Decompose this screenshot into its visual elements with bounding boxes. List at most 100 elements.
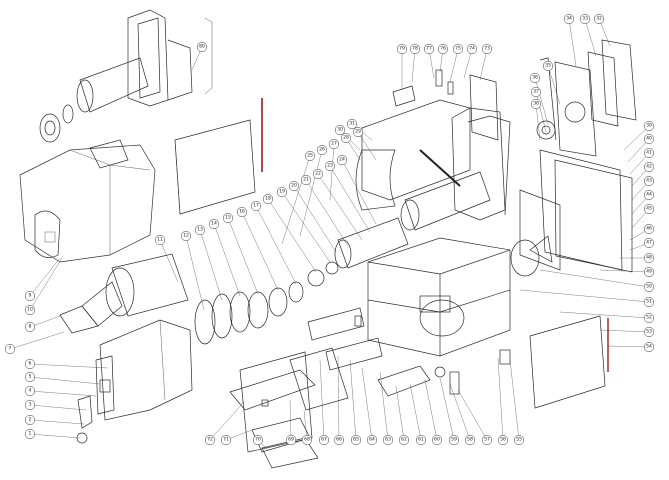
callout-7: 7 (4, 343, 16, 355)
callout-number-53: 53 (646, 329, 652, 335)
callout-45: 45 (643, 203, 655, 215)
callout-number-1: 1 (29, 431, 32, 437)
callout-number-33: 33 (582, 16, 588, 22)
leader-line-29 (357, 131, 377, 161)
callout-number-54: 54 (646, 344, 652, 350)
auger-cone-assembly (59, 253, 189, 334)
callout-number-11: 11 (157, 237, 163, 243)
callout-number-38: 38 (533, 101, 539, 107)
callout-63: 63 (382, 434, 394, 446)
leader-line-49 (599, 269, 650, 273)
leader-line-63 (379, 371, 389, 441)
callout-78: 78 (409, 43, 421, 55)
condenser-grill-panel-left (174, 98, 263, 215)
callout-number-40: 40 (646, 136, 652, 142)
callout-number-27: 27 (331, 141, 337, 147)
callout-number-69: 69 (288, 437, 294, 443)
callout-number-2: 2 (29, 417, 32, 423)
callout-number-17: 17 (253, 203, 259, 209)
callout-circle-67 (318, 434, 330, 446)
callout-circle-42 (643, 161, 655, 173)
callout-number-74: 74 (469, 46, 475, 52)
spiral-seal-rings (194, 261, 339, 345)
callout-79: 79 (396, 43, 408, 55)
callout-24: 24 (336, 154, 348, 166)
callout-circle-51 (643, 296, 655, 308)
callout-number-44: 44 (646, 192, 652, 198)
callout-circle-18 (262, 193, 274, 205)
callout-circle-10 (24, 304, 36, 316)
callout-number-72: 72 (207, 437, 213, 443)
leader-line-57 (457, 389, 488, 441)
callout-circle-16 (236, 206, 248, 218)
callout-43: 43 (643, 175, 655, 187)
callout-46: 46 (643, 223, 655, 235)
callout-circle-13 (194, 224, 206, 236)
rear-panels-colored (539, 39, 637, 157)
callout-circle-52 (643, 312, 655, 324)
callout-circle-56 (497, 434, 509, 446)
rear-grill-panel (529, 315, 609, 409)
callout-number-79: 79 (399, 46, 405, 52)
callout-circle-58 (464, 434, 476, 446)
callout-20: 20 (288, 180, 300, 192)
callout-41: 41 (643, 147, 655, 159)
callout-number-42: 42 (646, 164, 652, 170)
leader-line-34 (568, 18, 577, 67)
callout-69: 69 (285, 434, 297, 446)
callout-circle-57 (481, 434, 493, 446)
callout-circle-1 (24, 428, 36, 440)
callout-number-50: 50 (646, 284, 652, 290)
callout-number-68: 68 (304, 437, 310, 443)
leader-line-50 (539, 269, 650, 288)
leader-line-64 (361, 367, 373, 441)
callout-number-31: 31 (349, 121, 355, 127)
callout-59: 59 (448, 434, 460, 446)
callout-number-56: 56 (500, 437, 506, 443)
callout-circle-27 (328, 138, 340, 150)
callout-circle-53 (643, 326, 655, 338)
leader-line-62 (395, 385, 405, 441)
callout-circle-77 (423, 43, 435, 55)
callout-62: 62 (398, 434, 410, 446)
callout-number-65: 65 (353, 437, 359, 443)
callout-number-28: 28 (343, 135, 349, 141)
callout-circle-24 (336, 154, 348, 166)
leader-line-27 (329, 143, 335, 201)
callout-circle-63 (382, 434, 394, 446)
callout-circle-48 (643, 252, 655, 264)
transparent-tank-yellow (19, 139, 156, 263)
callout-48: 48 (643, 252, 655, 264)
callout-54: 54 (643, 341, 655, 353)
callout-circle-35 (542, 60, 554, 72)
callout-circle-44 (643, 189, 655, 201)
callout-number-58: 58 (467, 437, 473, 443)
leader-line-58 (449, 383, 471, 441)
callout-number-34: 34 (566, 16, 572, 22)
callout-36: 36 (529, 72, 541, 84)
leader-line-40 (627, 138, 650, 163)
callout-number-36: 36 (532, 75, 538, 81)
callout-71: 71 (220, 434, 232, 446)
leader-line-38 (535, 103, 541, 141)
leader-line-7 (9, 331, 65, 350)
leader-line-14 (213, 223, 241, 297)
callout-number-67: 67 (321, 437, 327, 443)
callout-39: 39 (643, 120, 655, 132)
callout-21: 21 (300, 174, 312, 186)
callout-circle-14 (208, 218, 220, 230)
callout-1: 1 (24, 428, 36, 440)
callout-47: 47 (643, 237, 655, 249)
callout-32: 32 (593, 13, 605, 25)
callout-64: 64 (366, 434, 378, 446)
callout-number-55: 55 (516, 437, 522, 443)
callout-80: 80 (196, 41, 208, 53)
callout-22: 22 (312, 168, 324, 180)
callout-number-26: 26 (319, 147, 325, 153)
callout-circle-36 (529, 72, 541, 84)
callout-66: 66 (333, 434, 345, 446)
leader-line-65 (349, 359, 357, 441)
leader-line-15 (227, 217, 259, 295)
callout-75: 75 (452, 43, 464, 55)
